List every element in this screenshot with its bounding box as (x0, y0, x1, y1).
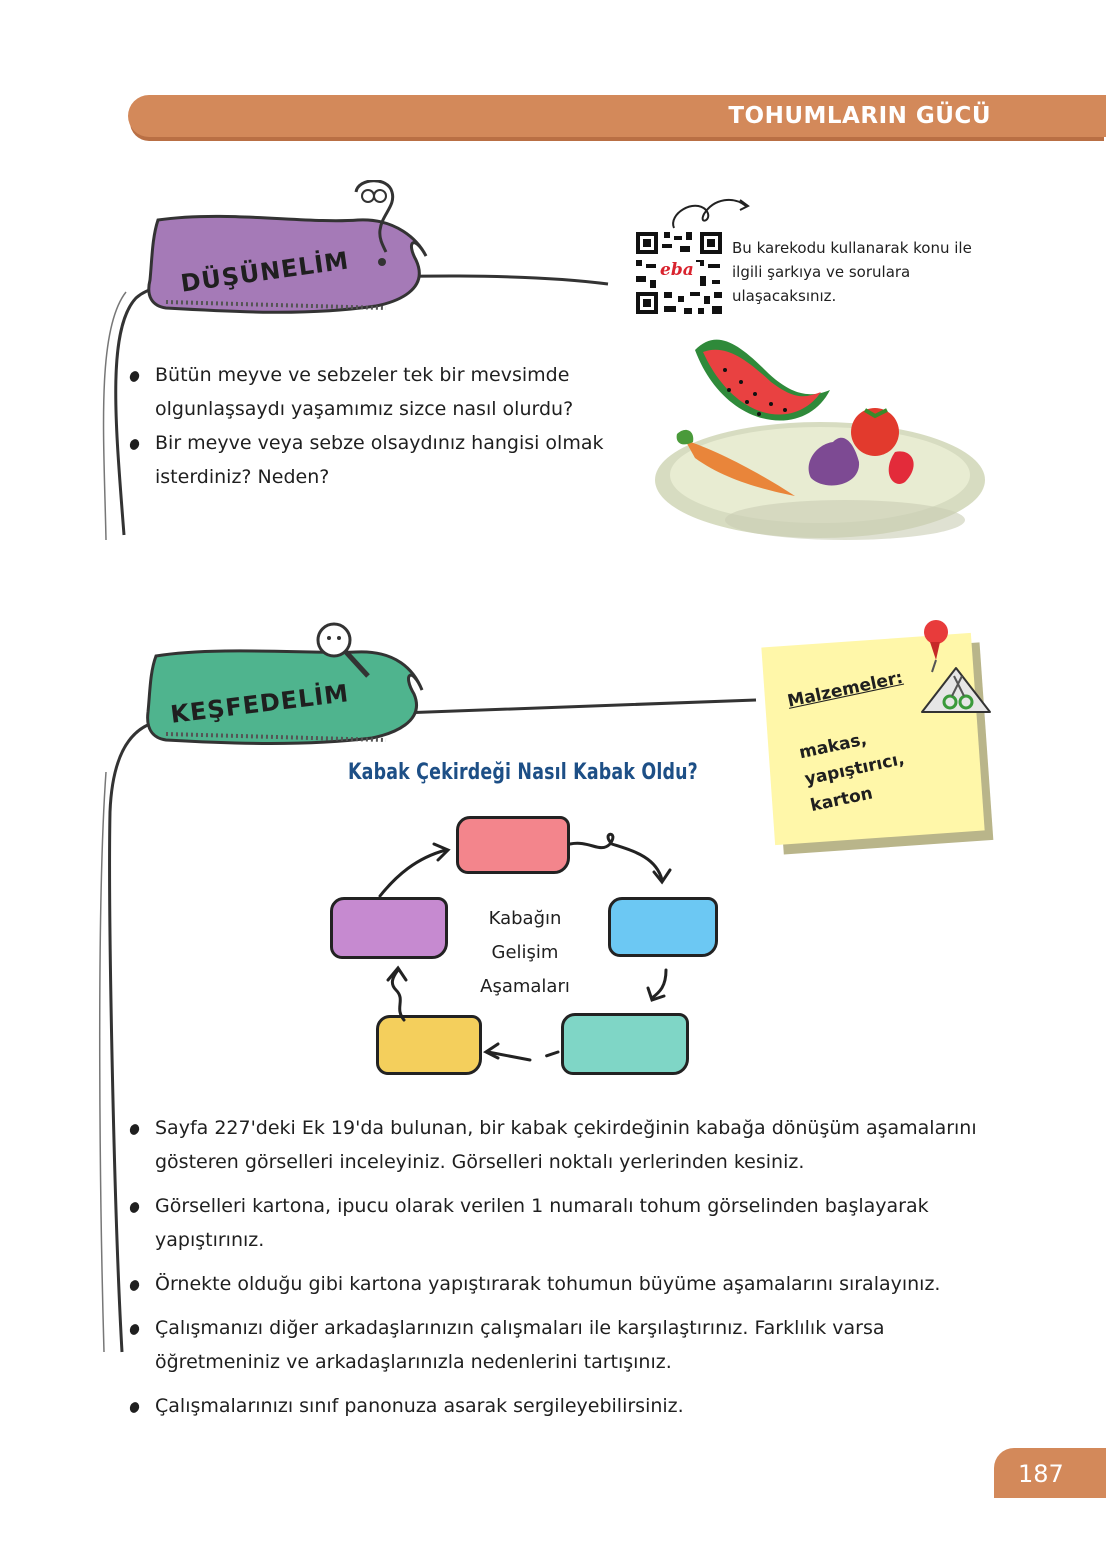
stage-box-teal (561, 1013, 689, 1075)
activity-title: Kabak Çekirdeği Nasıl Kabak Oldu? (348, 760, 698, 785)
kesfedelim-banner (98, 622, 757, 1353)
page-number-tab: 187 (994, 1448, 1106, 1498)
qr-code[interactable] (634, 192, 754, 318)
materials-heading: Malzemeler: (785, 667, 905, 712)
cycle-arrows (378, 832, 672, 1062)
chapter-header-band (128, 95, 1106, 137)
stage-box-pink (456, 816, 570, 874)
dusunelim-questions: Bütün meyve ve sebzeler tek bir mevsimde… (128, 358, 628, 494)
eba-logo: eba (660, 260, 694, 280)
cycle-label-line: Kabağın (488, 908, 562, 929)
instruction-item: Çalışmalarınızı sınıf panonuza asarak se… (128, 1389, 996, 1423)
stage-box-purple (330, 897, 448, 959)
pushpin-scissors-icons (921, 620, 991, 713)
fruit-plate-illustration (655, 339, 985, 540)
chapter-title: TOHUMLARIN GÜCÜ (728, 103, 991, 129)
instruction-item: Çalışmanızı diğer arkadaşlarınızın çalış… (128, 1311, 996, 1379)
instructions-list: Sayfa 227'deki Ek 19'da bulunan, bir kab… (128, 1111, 996, 1423)
page-number: 187 (1018, 1460, 1064, 1488)
instruction-item: Sayfa 227'deki Ek 19'da bulunan, bir kab… (128, 1111, 996, 1179)
instruction-item: Örnekte olduğu gibi kartona yapıştırarak… (128, 1267, 996, 1301)
cycle-label-line: Aşamaları (480, 976, 570, 997)
cycle-label-line: Gelişim (491, 942, 559, 963)
stage-box-yellow (376, 1015, 482, 1075)
qr-description: Bu karekodu kullanarak konu ile ilgili ş… (732, 239, 972, 305)
instruction-item: Görselleri kartona, ipucu olarak verilen… (128, 1189, 996, 1257)
stage-box-blue (608, 897, 718, 957)
dusunelim-banner (102, 180, 609, 540)
question-item: Bir meyve veya sebze olsaydınız hangisi … (128, 426, 628, 494)
cycle-center-label: Kabağın Gelişim Aşamaları (460, 902, 590, 1004)
question-item: Bütün meyve ve sebzeler tek bir mevsimde… (128, 358, 628, 426)
